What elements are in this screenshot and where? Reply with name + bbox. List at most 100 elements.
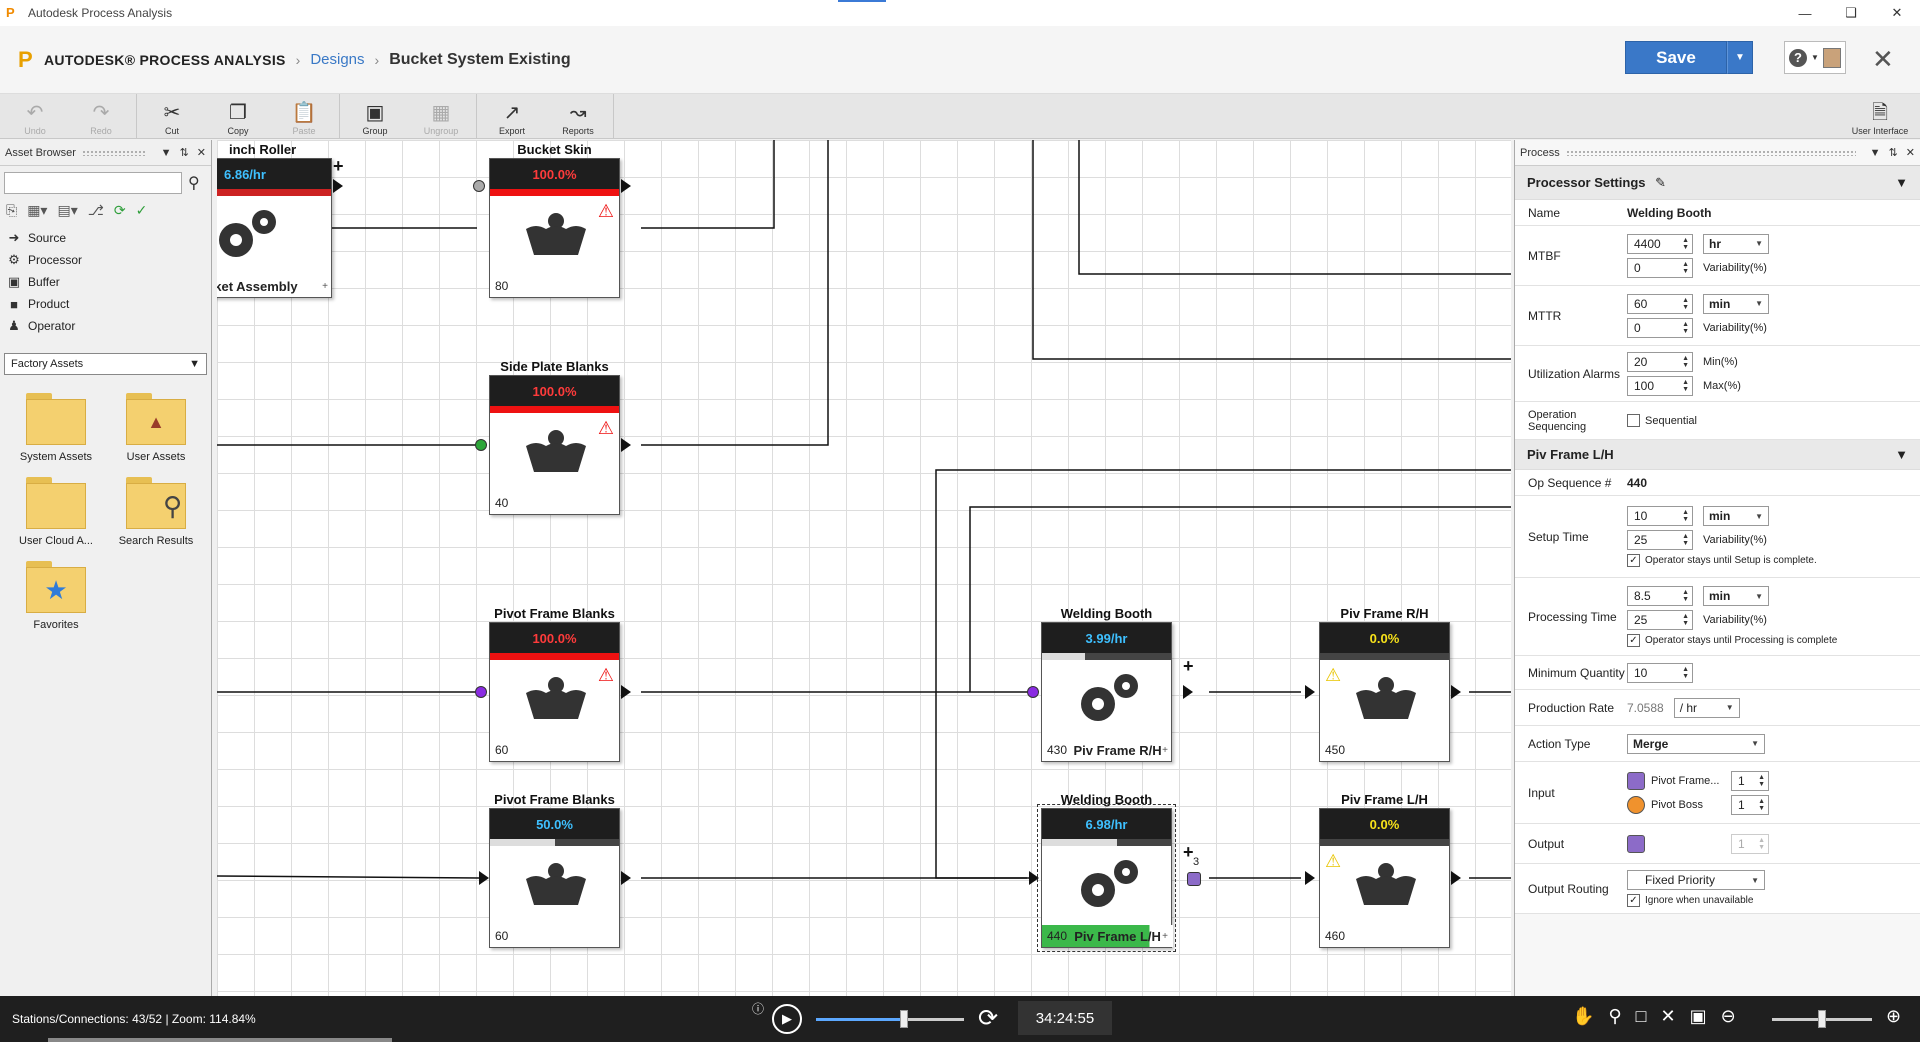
chevron-down-icon[interactable]: ▼ (1869, 146, 1881, 159)
info-icon[interactable]: ⓘ (752, 1002, 765, 1016)
setup-time-input[interactable]: 10▲▼ (1627, 506, 1693, 526)
production-rate-unit-select[interactable]: / hr▼ (1673, 697, 1740, 718)
buffer-side-plate-blanks[interactable]: Side Plate Blanks 100.0% ⚠ 40 (489, 359, 620, 515)
mtbf-input[interactable]: 4400▲▼ (1627, 233, 1693, 254)
output-port[interactable] (621, 438, 631, 452)
pin-icon[interactable]: ⇅ (1888, 147, 1898, 159)
folder-user-cloud[interactable]: User Cloud A... (6, 477, 106, 547)
processor-settings-header[interactable]: Processor Settings ✎ ▼ (1515, 166, 1920, 200)
mttr-unit-select[interactable]: min▼ (1703, 293, 1769, 314)
folder-user-assets[interactable]: ▲ User Assets (106, 393, 206, 463)
utilization-min-input[interactable]: 20▲▼ (1627, 351, 1693, 372)
asset-item-source[interactable]: ➜Source (6, 227, 205, 249)
input-port[interactable] (1029, 871, 1039, 885)
setup-unit-select[interactable]: min▼ (1703, 506, 1769, 526)
copy-button[interactable]: ❐Copy (227, 102, 249, 136)
buffer-bucket-skin[interactable]: Bucket Skin 100.0% ⚠ 80 (489, 142, 620, 298)
warning-icon[interactable]: ⚠ (1325, 851, 1342, 871)
expand-icon[interactable]: + (1162, 744, 1168, 756)
processing-time-input[interactable]: 8.5▲▼ (1627, 586, 1693, 606)
op-sequence-value[interactable]: 440 (1627, 475, 1648, 490)
add-connection-icon[interactable]: + (333, 156, 344, 176)
window-close-icon[interactable]: ✕ (1891, 5, 1903, 20)
reports-button[interactable]: ↝Reports (562, 102, 594, 136)
zoom-region-icon[interactable]: ⚲ (1608, 1006, 1622, 1026)
play-icon[interactable]: ▶ (772, 1004, 802, 1034)
zoom-in-icon[interactable]: ⊕ (1886, 1006, 1902, 1026)
save-button[interactable]: Save (1625, 41, 1727, 74)
close-design-icon[interactable]: ✕ (1872, 44, 1894, 74)
setup-operator-checkbox[interactable]: ✓ (1627, 554, 1640, 567)
zoom-slider-handle[interactable] (1818, 1010, 1826, 1028)
reset-icon[interactable]: ⟳ (978, 1005, 999, 1032)
expand-icon[interactable]: + (1162, 930, 1168, 942)
buffer-pivot-frame-blanks-2[interactable]: Pivot Frame Blanks 50.0% 60 (489, 792, 620, 948)
close-icon[interactable]: ✕ (196, 147, 206, 159)
asset-item-processor[interactable]: ⚙Processor (6, 249, 205, 271)
processing-unit-select[interactable]: min▼ (1703, 586, 1769, 606)
buffer-piv-frame-rh[interactable]: Piv Frame R/H 0.0% ⚠ 450 (1319, 606, 1450, 762)
input-port[interactable] (475, 686, 487, 698)
sequential-checkbox[interactable] (1627, 414, 1640, 427)
grid-view-icon[interactable]: ▦▾ (27, 202, 48, 218)
output-port[interactable] (621, 685, 631, 699)
save-dropdown-icon[interactable]: ▼ (1727, 41, 1753, 74)
input-port[interactable] (1027, 686, 1039, 698)
playback-speed-handle[interactable] (900, 1010, 908, 1028)
mtbf-variability-input[interactable]: 0▲▼ (1627, 257, 1693, 278)
output-port[interactable] (621, 871, 631, 885)
add-connection-icon[interactable]: + (1183, 842, 1194, 862)
add-connection-icon[interactable]: + (1183, 656, 1194, 676)
edit-icon[interactable]: ✎ (1655, 174, 1667, 190)
buffer-piv-frame-lh[interactable]: Piv Frame L/H 0.0% ⚠ 460 (1319, 792, 1450, 948)
mtbf-unit-select[interactable]: hr▼ (1703, 233, 1769, 254)
upload-icon[interactable]: ⎇ (87, 202, 104, 218)
chevron-down-icon[interactable]: ▼ (160, 146, 172, 159)
help-user-menu[interactable]: ? ▼ (1784, 41, 1846, 74)
brand-logo[interactable]: P AUTODESK® PROCESS ANALYSIS (18, 48, 286, 71)
mttr-variability-input[interactable]: 0▲▼ (1627, 317, 1693, 338)
error-icon[interactable]: ⚠ (597, 418, 614, 438)
input-port[interactable] (475, 439, 487, 451)
group-button[interactable]: ▣Group (362, 102, 388, 136)
paste-button[interactable]: 📋Paste (291, 102, 317, 136)
input-port[interactable] (1305, 871, 1315, 885)
scrollbar[interactable] (48, 1038, 392, 1042)
asset-item-operator[interactable]: ♟Operator (6, 315, 205, 337)
expand-icon[interactable]: + (322, 280, 328, 292)
asset-search-input[interactable] (4, 172, 182, 194)
setup-variability-input[interactable]: 25▲▼ (1627, 530, 1693, 550)
layout-icon[interactable]: ▤▾ (57, 202, 78, 218)
processing-operator-checkbox[interactable]: ✓ (1627, 634, 1640, 647)
output-port[interactable] (1451, 685, 1461, 699)
collapse-icon[interactable]: ▼ (1895, 175, 1908, 190)
input-port[interactable] (479, 871, 489, 885)
output-port[interactable] (1451, 871, 1461, 885)
drag-handle[interactable] (81, 149, 147, 156)
ignore-unavailable-checkbox[interactable]: ✓ (1627, 894, 1640, 907)
buffer-pivot-frame-blanks[interactable]: Pivot Frame Blanks 100.0% ⚠ 60 (489, 606, 620, 762)
zoom-extents-icon[interactable]: ▣ (1689, 1006, 1707, 1026)
ungroup-button[interactable]: ▦Ungroup (423, 102, 459, 136)
search-icon[interactable]: ⚲ (188, 175, 200, 192)
redo-button[interactable]: ↷Redo (90, 102, 112, 136)
folder-favorites[interactable]: ★ Favorites (6, 561, 106, 631)
minimum-quantity-input[interactable]: 10▲▼ (1627, 662, 1693, 683)
factory-assets-select[interactable]: Factory Assets ▼ (4, 353, 207, 375)
undo-button[interactable]: ↶Undo (24, 102, 46, 136)
breadcrumb-designs-link[interactable]: Designs (310, 51, 365, 68)
import-icon[interactable]: ⎘ (6, 202, 18, 218)
output-port[interactable] (1187, 872, 1201, 886)
minimize-icon[interactable]: — (1798, 5, 1812, 21)
close-icon[interactable]: ✕ (1905, 147, 1915, 159)
processing-variability-input[interactable]: 25▲▼ (1627, 610, 1693, 630)
action-type-select[interactable]: Merge▼ (1627, 733, 1765, 754)
output-routing-select[interactable]: Fixed Priority▼ (1627, 870, 1765, 890)
asset-item-buffer[interactable]: ▣Buffer (7, 274, 60, 289)
processor-name-value[interactable]: Welding Booth (1627, 205, 1712, 220)
error-icon[interactable]: ⚠ (597, 201, 614, 221)
product-section-header[interactable]: Piv Frame L/H ▼ (1515, 440, 1920, 470)
utilization-max-input[interactable]: 100▲▼ (1627, 375, 1693, 396)
